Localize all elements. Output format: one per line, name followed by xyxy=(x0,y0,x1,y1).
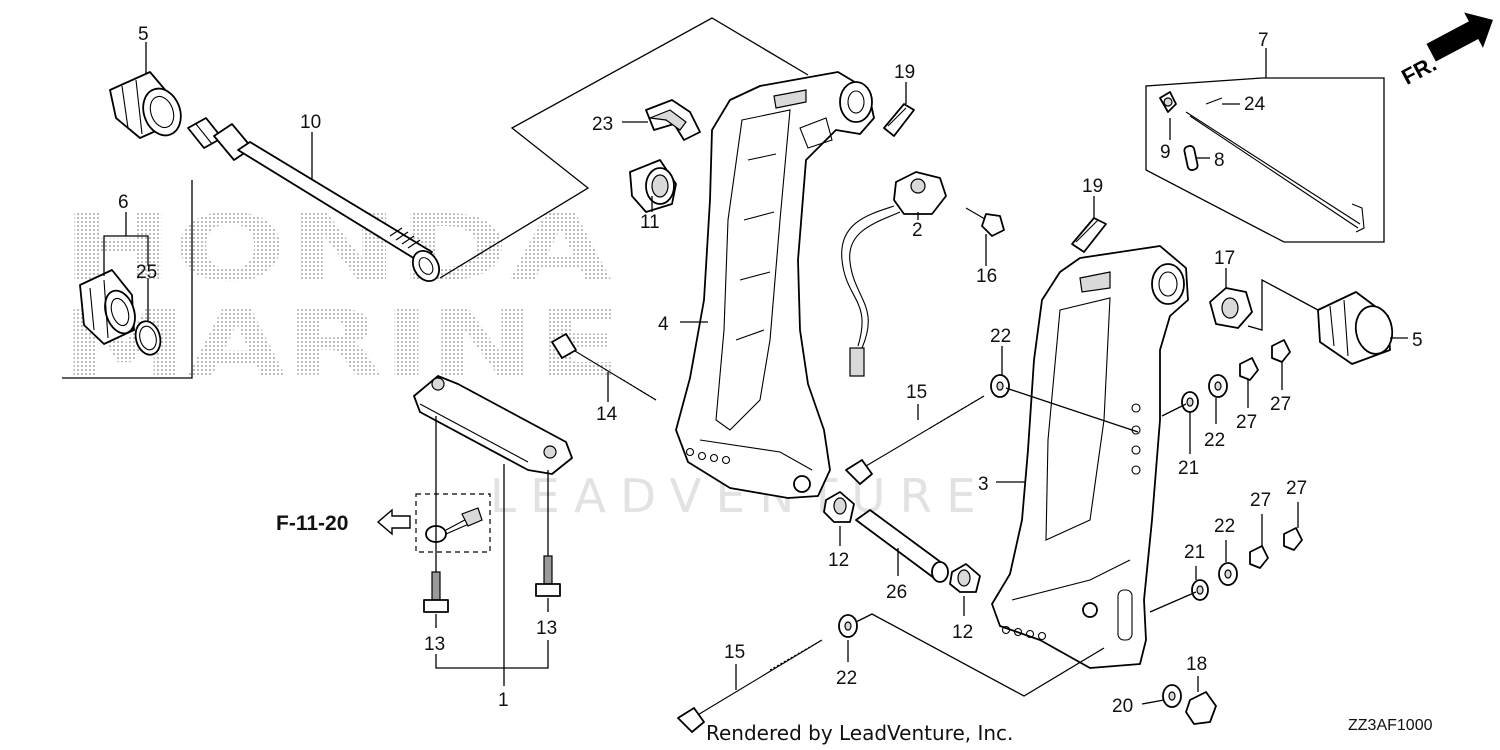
part-13-bolt-left xyxy=(423,571,449,613)
diagram-code: ZZ3AF1000 xyxy=(1348,717,1433,734)
part-6-bushing xyxy=(79,269,136,345)
callout-21-lower: 21 xyxy=(1184,542,1205,563)
callout-14: 14 xyxy=(596,404,618,425)
brand-watermark: HONDA MARINE xyxy=(62,195,622,397)
callout-10: 10 xyxy=(300,112,321,133)
callout-21-upper: 21 xyxy=(1178,458,1199,479)
fasteners-lower-right xyxy=(838,527,1303,725)
callout-24: 24 xyxy=(1244,94,1266,115)
callout-4: 4 xyxy=(658,314,669,335)
callout-17: 17 xyxy=(1214,248,1235,269)
reference-link[interactable]: F-11-20 xyxy=(276,508,411,536)
callout-22-c: 22 xyxy=(1214,516,1235,537)
callout-22-b: 22 xyxy=(1204,430,1225,451)
callout-9: 9 xyxy=(1160,142,1171,163)
part-19-grease-fitting-lower xyxy=(1071,217,1107,253)
part-4-stern-bracket-left xyxy=(675,71,875,499)
part-3-stern-bracket-right xyxy=(991,245,1189,669)
part-19-grease-fitting-upper xyxy=(883,103,915,137)
callout-22-d: 22 xyxy=(836,668,857,689)
callout-23: 23 xyxy=(592,114,613,135)
callout-3: 3 xyxy=(978,474,989,495)
part-12-collar-upper xyxy=(823,491,855,523)
callout-27-c: 27 xyxy=(1250,490,1271,511)
callout-12-lower: 12 xyxy=(952,622,973,643)
callout-15-lower: 15 xyxy=(724,642,745,663)
callout-19-upper: 19 xyxy=(894,62,915,83)
part-10-tilt-shaft xyxy=(187,117,441,282)
watermark-brand-top: HONDA xyxy=(62,195,612,302)
callout-27-a: 27 xyxy=(1236,412,1257,433)
reference-arrow-icon xyxy=(376,508,411,536)
part-5-cap-right xyxy=(1317,291,1394,365)
callout-5-right: 5 xyxy=(1412,330,1423,351)
callout-16: 16 xyxy=(976,266,997,287)
callout-11: 11 xyxy=(640,212,660,233)
callout-7: 7 xyxy=(1258,30,1269,51)
callout-18: 18 xyxy=(1186,654,1207,675)
part-15-bolt-lower xyxy=(677,639,823,733)
callout-8: 8 xyxy=(1214,150,1225,171)
part-15-bolt-upper xyxy=(845,395,985,485)
leader-lines xyxy=(103,42,1408,705)
callout-12-upper: 12 xyxy=(828,550,849,571)
callout-5-upper: 5 xyxy=(138,24,149,45)
part-13-bolt-right xyxy=(535,555,561,597)
rendered-by-credit: Rendered by LeadVenture, Inc. xyxy=(706,721,1013,745)
callout-20: 20 xyxy=(1112,696,1133,717)
front-direction-indicator: FR. xyxy=(1397,12,1493,90)
callout-22-a: 22 xyxy=(990,326,1011,347)
part-25-o-ring xyxy=(134,320,162,356)
callout-27-b: 27 xyxy=(1270,394,1291,415)
part-11-bushing xyxy=(629,159,677,213)
part-14-bolt xyxy=(551,333,657,401)
fasteners-upper-right xyxy=(990,339,1291,413)
reference-detail-box xyxy=(415,493,491,553)
part-26-pipe xyxy=(855,509,949,583)
bushing-group-frame xyxy=(62,180,193,379)
part-16-screw xyxy=(965,207,1005,237)
callout-labels: 5 10 6 25 23 11 4 14 19 19 2 16 15 22 3 … xyxy=(118,24,1423,717)
callout-13-left: 13 xyxy=(424,634,445,655)
part-12-collar-lower xyxy=(949,563,981,593)
part-5-cap-upper xyxy=(109,71,182,139)
part-2-trim-sensor xyxy=(841,171,947,377)
callout-25: 25 xyxy=(136,262,157,283)
front-arrow-icon xyxy=(1426,12,1493,62)
reference-label: F-11-20 xyxy=(276,512,348,535)
part-17-nut xyxy=(1209,287,1253,329)
callout-26: 26 xyxy=(886,582,907,603)
part-7-link-rod-set xyxy=(1145,77,1385,243)
part-23-clip xyxy=(645,99,701,141)
callout-6: 6 xyxy=(118,192,129,213)
callout-13-right: 13 xyxy=(536,618,557,639)
part-1-anode-plate xyxy=(413,375,573,475)
assembly-callout-frame xyxy=(439,17,809,279)
callout-27-d: 27 xyxy=(1286,478,1307,499)
callout-15-upper: 15 xyxy=(906,382,927,403)
callout-1: 1 xyxy=(498,690,509,711)
callout-19-lower: 19 xyxy=(1082,176,1103,197)
callout-2: 2 xyxy=(912,220,923,241)
